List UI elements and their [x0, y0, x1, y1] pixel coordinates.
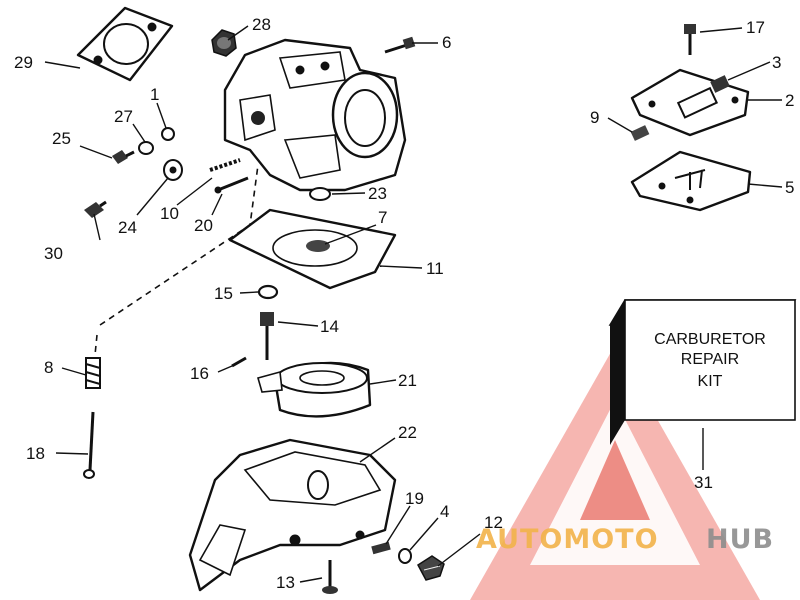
callout-11: 11: [426, 259, 444, 278]
callout-18: 18: [26, 444, 45, 463]
callout-20: 20: [194, 216, 213, 235]
part-carburetor-body: [223, 38, 407, 192]
callout-4: 4: [440, 502, 449, 521]
callout-6: 6: [442, 33, 451, 52]
callout-16: 16: [190, 364, 209, 383]
part-1-washer: [161, 127, 175, 141]
part-4-gasket: [398, 548, 412, 564]
callout-7: 7: [378, 208, 387, 227]
kit-label-line-3: KIT: [698, 373, 723, 390]
callout-22: 22: [398, 423, 417, 442]
callout-21: 21: [398, 371, 417, 390]
part-22-float-bowl: [188, 438, 397, 592]
part-19-screw: [371, 541, 391, 555]
callout-2: 2: [785, 91, 794, 110]
part-15-o-ring: [257, 284, 279, 300]
callout-15: 15: [214, 284, 233, 303]
part-24-idle-speed-screw: [163, 159, 183, 181]
callout-27: 27: [114, 107, 133, 126]
callout-19: 19: [405, 489, 424, 508]
callout-13: 13: [276, 573, 295, 592]
part-25-screw: [112, 150, 135, 164]
part-10-spring: [209, 158, 241, 172]
callout-31: 31: [694, 473, 713, 492]
part-6-screw: [384, 36, 416, 54]
part-3-valve: [710, 75, 730, 93]
watermark-logo: [470, 345, 760, 600]
watermark-wordmark: AUTOMOTO HUB: [476, 524, 774, 555]
callout-29: 29: [14, 53, 33, 72]
callout-30: 30: [44, 244, 63, 263]
callout-17: 17: [746, 18, 765, 37]
watermark-brand-b: HUB: [706, 524, 774, 555]
kit-label-line-2: REPAIR: [681, 351, 739, 368]
part-14-needle-and-seat: [260, 312, 274, 360]
part-9-spring: [630, 125, 650, 141]
leader-lines: [44, 25, 783, 583]
assembly-dashed-line-lower: [94, 334, 98, 356]
callout-25: 25: [52, 129, 71, 148]
callout-labels: 29 28 6 17 3 2 9 5 1 27 25 24 10 20 30 2…: [14, 15, 794, 592]
part-29-flange-gasket: [76, 6, 174, 82]
part-11-gasket: [228, 208, 397, 290]
callout-24: 24: [118, 218, 137, 237]
part-28-nut: [211, 29, 237, 57]
part-8-spring: [85, 357, 101, 389]
callout-5: 5: [785, 178, 794, 197]
callout-1: 1: [150, 85, 159, 104]
part-5-diaphragm: [630, 150, 752, 212]
callout-23: 23: [368, 184, 387, 203]
callout-14: 14: [320, 317, 339, 336]
part-30-fitting: [84, 200, 107, 218]
callout-9: 9: [590, 108, 599, 127]
part-13-screw: [322, 560, 338, 594]
part-27-washer: [138, 141, 154, 155]
callout-8: 8: [44, 358, 53, 377]
callout-10: 10: [160, 204, 179, 223]
assembly-dashed-line: [99, 164, 259, 326]
repair-kit-box: CARBURETOR REPAIR KIT: [608, 299, 797, 445]
watermark-brand-a: AUTOMOTO: [476, 524, 659, 555]
part-17-screw: [684, 24, 696, 55]
part-12-plug: [417, 555, 445, 581]
part-18-needle: [83, 411, 95, 479]
callout-12: 12: [484, 513, 503, 532]
part-20-pin: [214, 176, 249, 194]
watermark-triangle-mark: [580, 440, 650, 520]
part-23-o-ring: [309, 187, 331, 201]
callout-3: 3: [772, 53, 781, 72]
part-2-fuel-pump-cover: [630, 68, 750, 137]
kit-label-line-1: CARBURETOR: [654, 331, 766, 348]
part-16-pin: [231, 356, 247, 368]
part-21-float: [257, 361, 372, 418]
callout-28: 28: [252, 15, 271, 34]
